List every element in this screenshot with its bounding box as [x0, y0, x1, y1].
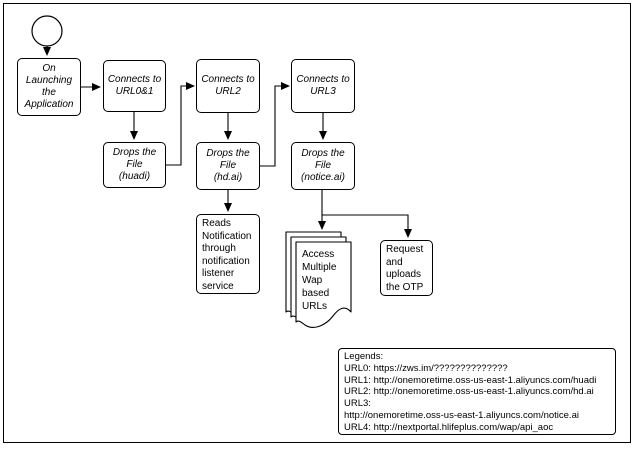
node-label: Request and uploads the OTP — [386, 244, 424, 293]
legend-line-url3: URL3: — [344, 398, 371, 410]
connector-notice-to-otp — [322, 214, 412, 238]
legend-line-url4: URL4: http://nextportal.hlifeplus.com/wa… — [344, 421, 554, 433]
node-request-uploads-otp: Request and uploads the OTP — [380, 240, 433, 296]
node-drops-file-huadi: Drops the File (huadi) — [103, 142, 166, 188]
node-on-launching-application: On Launching the Application — [17, 58, 81, 116]
node-connects-url3: Connects to URL3 — [291, 59, 355, 113]
legend-line-url3-value: http://onemoretime.oss-us-east-1.aliyunc… — [344, 409, 579, 421]
node-connects-url2: Connects to URL2 — [196, 59, 260, 113]
legend-box: Legends: URL0: https://zws.im/??????????… — [338, 348, 616, 435]
node-drops-file-noticeai: Drops the File (notice.ai) — [291, 142, 355, 190]
node-label: Connects to URL0&1 — [107, 74, 162, 97]
connector-huadi-to-url2 — [166, 82, 195, 166]
node-label: Connects to URL2 — [201, 74, 255, 97]
multi-document-shape — [285, 231, 352, 328]
node-label: Drops the File (huadi) — [112, 147, 157, 182]
connector-hdai-to-url3 — [260, 82, 290, 167]
legend-line-url1: URL1: http://onemoretime.oss-us-east-1.a… — [344, 374, 597, 386]
node-connects-url0-1: Connects to URL0&1 — [103, 60, 166, 112]
node-label: Reads Notification through notification … — [202, 218, 252, 292]
page-border — [3, 3, 631, 443]
node-label: Drops the File (hd.ai) — [206, 148, 250, 183]
start-circle-icon — [31, 15, 63, 47]
legend-line-url0: URL0: https://zws.im/?????????????? — [344, 362, 508, 374]
node-reads-notification: Reads Notification through notification … — [196, 214, 260, 294]
node-label: Drops the File (notice.ai) — [301, 148, 345, 183]
node-access-wap-urls-label: Access Multiple Wap based URLs — [302, 249, 337, 312]
node-label: Connects to URL3 — [296, 74, 350, 97]
node-drops-file-hdai: Drops the File (hd.ai) — [196, 142, 260, 190]
legend-title: Legends: — [344, 351, 384, 362]
legend-line-url2: URL2: http://onemoretime.oss-us-east-1.a… — [344, 386, 594, 398]
document-page-front — [295, 241, 352, 328]
node-label: On Launching the Application — [24, 63, 74, 110]
